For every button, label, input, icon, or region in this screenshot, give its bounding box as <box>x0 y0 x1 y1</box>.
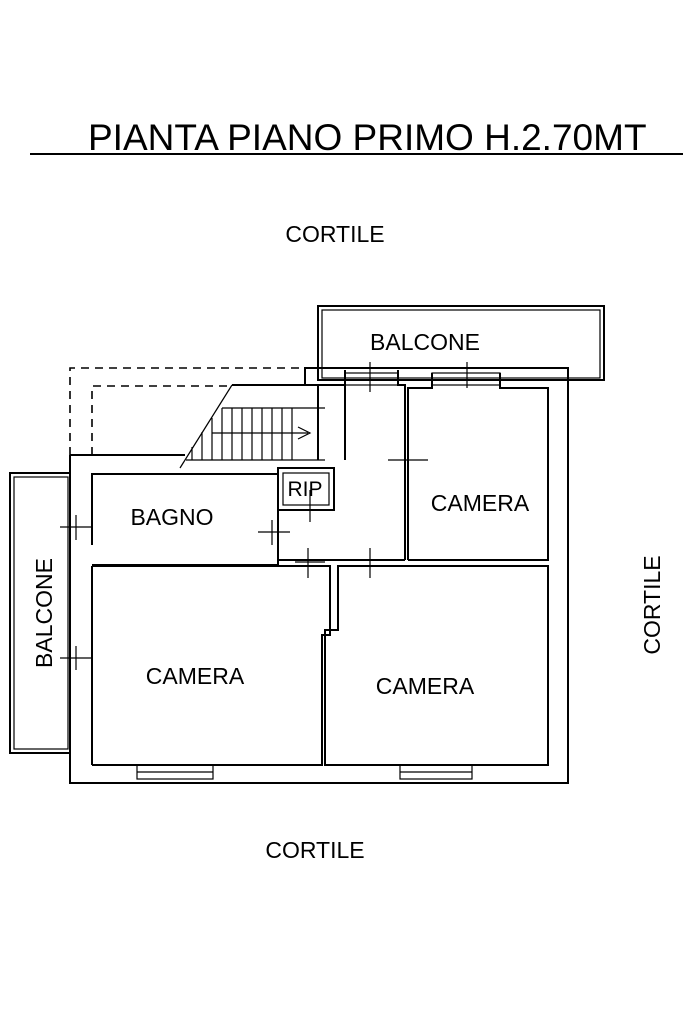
label-balcone-top: BALCONE <box>370 329 480 355</box>
label-cortile-right: CORTILE <box>639 555 665 654</box>
room-camera-top-right <box>344 362 549 561</box>
label-bagno: BAGNO <box>130 504 213 530</box>
label-camera-bottom-left: CAMERA <box>146 663 245 689</box>
hall-bottom <box>278 548 405 578</box>
plan-title: PIANTA PIANO PRIMO H.2.70MT <box>88 117 647 158</box>
dashed-outline <box>69 367 305 455</box>
label-cortile-top: CORTILE <box>285 221 384 247</box>
hall-walls <box>305 370 428 560</box>
staircase <box>179 384 325 469</box>
label-cortile-bottom: CORTILE <box>265 837 364 863</box>
room-camera-bottom-right <box>324 565 549 780</box>
balcony-top <box>317 305 605 381</box>
label-camera-top-right: CAMERA <box>431 490 530 516</box>
label-rip: RIP <box>287 478 322 501</box>
label-balcone-left: BALCONE <box>31 558 57 668</box>
label-camera-bottom-right: CAMERA <box>376 673 475 699</box>
